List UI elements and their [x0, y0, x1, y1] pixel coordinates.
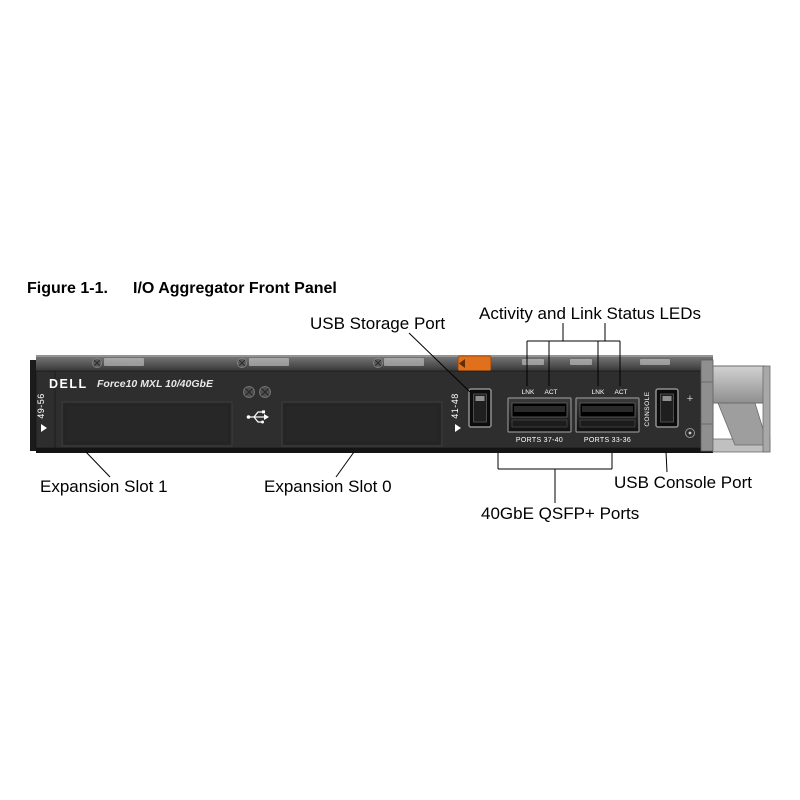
usb-storage-port — [468, 388, 492, 428]
screw-icon — [237, 358, 247, 368]
port-group-left-arrow-icon — [41, 424, 47, 432]
screw-icon — [243, 386, 255, 398]
expansion-slot-1 — [61, 401, 233, 447]
led-label-act-2: ACT — [615, 389, 628, 396]
callout-lines — [85, 323, 668, 503]
callout-expansion-slot-0: Expansion Slot 0 — [264, 477, 392, 496]
callout-qsfp-ports: 40GbE QSFP+ Ports — [481, 504, 639, 523]
callout-usb-console-port: USB Console Port — [614, 473, 752, 492]
led-label-lnk-2: LNK — [592, 389, 605, 396]
expansion-slot-0 — [281, 401, 443, 447]
qsfp-port-2-label: PORTS 33-36 — [584, 437, 631, 444]
model-label: Force10 MXL 10/40GbE — [97, 378, 214, 390]
panel-top-highlight — [36, 355, 713, 357]
plus-indicator: + — [687, 393, 693, 405]
port-group-mid-label: 41-48 — [450, 393, 460, 419]
chassis-front-panel: 49-56 DELL Force10 MXL 10/40GbE — [30, 355, 771, 453]
orange-release-tab — [457, 355, 492, 372]
usb-console-port — [655, 388, 679, 428]
console-label: CONSOLE — [644, 391, 651, 426]
qsfp-port-33-36 — [575, 397, 640, 433]
screw-icon — [259, 386, 271, 398]
qsfp-port-1-label: PORTS 37-40 — [516, 437, 563, 444]
figure-caption-title: I/O Aggregator Front Panel — [133, 280, 337, 297]
panel-left-edge — [30, 360, 37, 451]
usb-trident-icon — [246, 410, 269, 424]
dell-logo: DELL — [49, 377, 88, 391]
screw-icon — [373, 358, 383, 368]
panel-bottom-edge — [36, 448, 713, 453]
qsfp-port-37-40 — [507, 397, 572, 433]
top-edge-markings — [104, 358, 670, 366]
port-group-mid-arrow-icon — [455, 424, 461, 432]
led-label-lnk-1: LNK — [522, 389, 535, 396]
led-label-act-1: ACT — [545, 389, 558, 396]
callout-activity-link-leds: Activity and Link Status LEDs — [479, 304, 701, 323]
screw-icon — [92, 358, 102, 368]
hinge-strip — [700, 359, 714, 452]
latch-handle — [712, 365, 771, 453]
figure-caption-label: Figure 1-1. — [27, 280, 108, 297]
port-group-left-label: 49-56 — [36, 393, 46, 419]
callout-expansion-slot-1: Expansion Slot 1 — [40, 477, 168, 496]
power-indicator-icon — [685, 428, 695, 438]
callout-usb-storage-port: USB Storage Port — [310, 314, 445, 333]
